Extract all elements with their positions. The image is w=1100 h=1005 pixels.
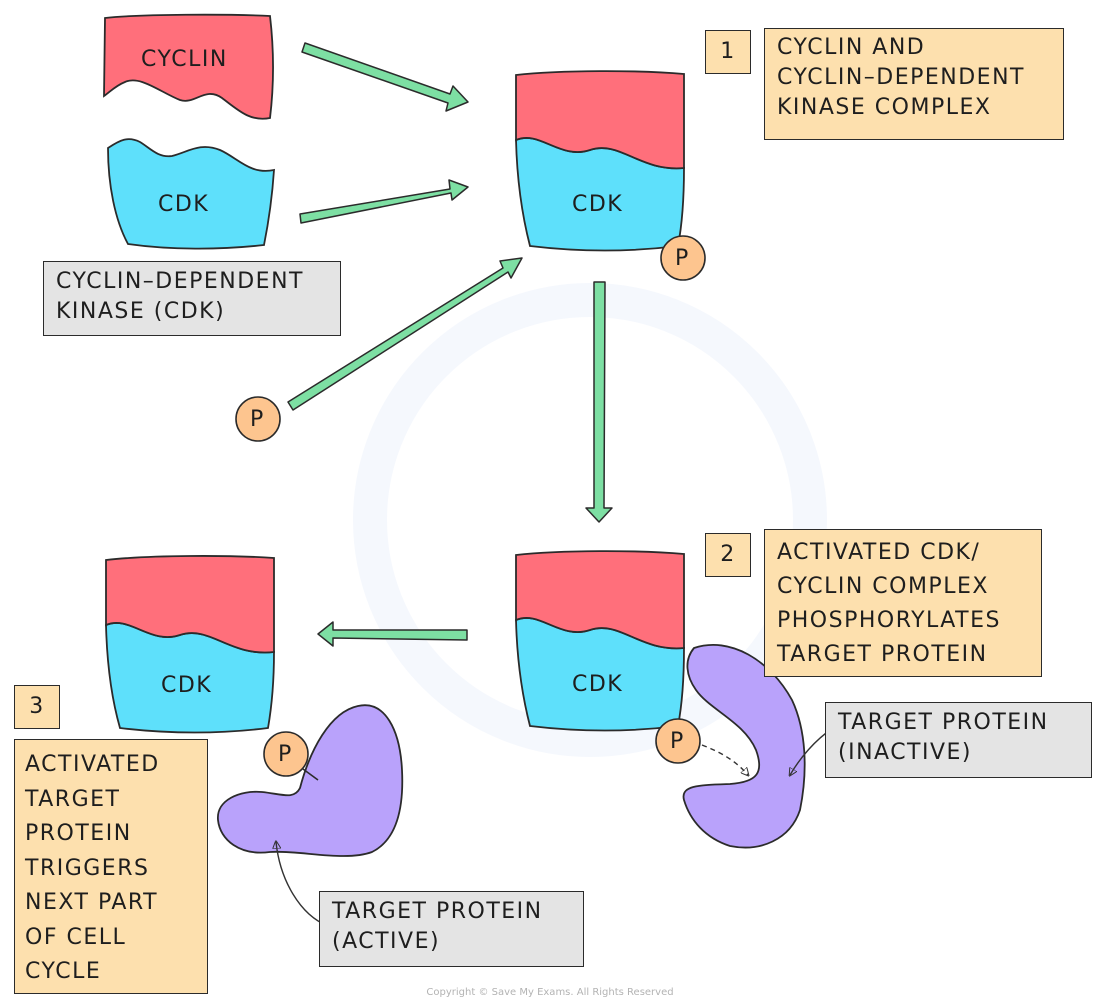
target-protein-inactive-shape [682, 644, 806, 849]
step-1-box: CYCLIN AND CYCLIN–DEPENDENT KINASE COMPL… [764, 28, 1064, 140]
step-2-box: ACTIVATED CDK/ CYCLIN COMPLEX PHOSPHORYL… [764, 529, 1042, 677]
arrow-cyclin-to-complex [301, 42, 469, 112]
arrow-complex2-to-complex3 [317, 621, 468, 647]
phosphate-label-free: P [250, 407, 265, 432]
target-protein-active-label: TARGET PROTEIN (ACTIVE) [319, 891, 584, 967]
phosphate-label-active: P [278, 742, 293, 767]
watermark-logo [353, 283, 827, 757]
complex-2-cyclin [515, 550, 685, 650]
phosphate-bond [302, 768, 319, 781]
cdk-free-shape [107, 138, 275, 250]
arrow-complex1-to-complex2 [585, 281, 613, 523]
cyclin-label: CYCLIN [141, 47, 228, 72]
cdk-label-complex-3: CDK [161, 673, 213, 698]
phosphate-on-active-protein [263, 731, 309, 777]
cdk-label-free: CDK [158, 192, 210, 217]
green-arrows [287, 42, 613, 647]
target-protein-active-shape [217, 704, 404, 857]
phosphate-on-complex-2 [655, 718, 701, 764]
step-2-number: 2 [705, 533, 751, 577]
step-3-number: 3 [14, 685, 60, 729]
complex-3 [105, 555, 275, 734]
step-3-box: ACTIVATED TARGET PROTEIN TRIGGERS NEXT P… [14, 739, 208, 994]
phosphate-label-complex-2: P [670, 729, 685, 754]
target-protein-inactive-label: TARGET PROTEIN (INACTIVE) [825, 702, 1092, 778]
arrow-cdk-to-complex [299, 179, 469, 224]
cdk-label-complex-2: CDK [572, 672, 624, 697]
complex-3-cyclin [105, 555, 275, 654]
phosphate-transfer-arrow [701, 744, 748, 775]
phosphate-free [235, 396, 281, 442]
copyright-footer: Copyright © Save My Exams. All Rights Re… [426, 987, 674, 998]
complex-1 [515, 70, 685, 252]
complex-1-cyclin [515, 70, 685, 170]
phosphate-label-complex-1: P [675, 246, 690, 271]
cdk-definition-box: CYCLIN–DEPENDENT KINASE (CDK) [43, 261, 341, 336]
phosphate-group [235, 235, 706, 777]
cyclin-free-shape [103, 13, 274, 120]
step-1-number: 1 [705, 30, 751, 74]
cdk-label-complex-1: CDK [572, 192, 624, 217]
phosphate-on-complex-1 [660, 235, 706, 281]
arrow-phosphate-to-complex [287, 257, 523, 411]
complex-2 [515, 550, 806, 849]
